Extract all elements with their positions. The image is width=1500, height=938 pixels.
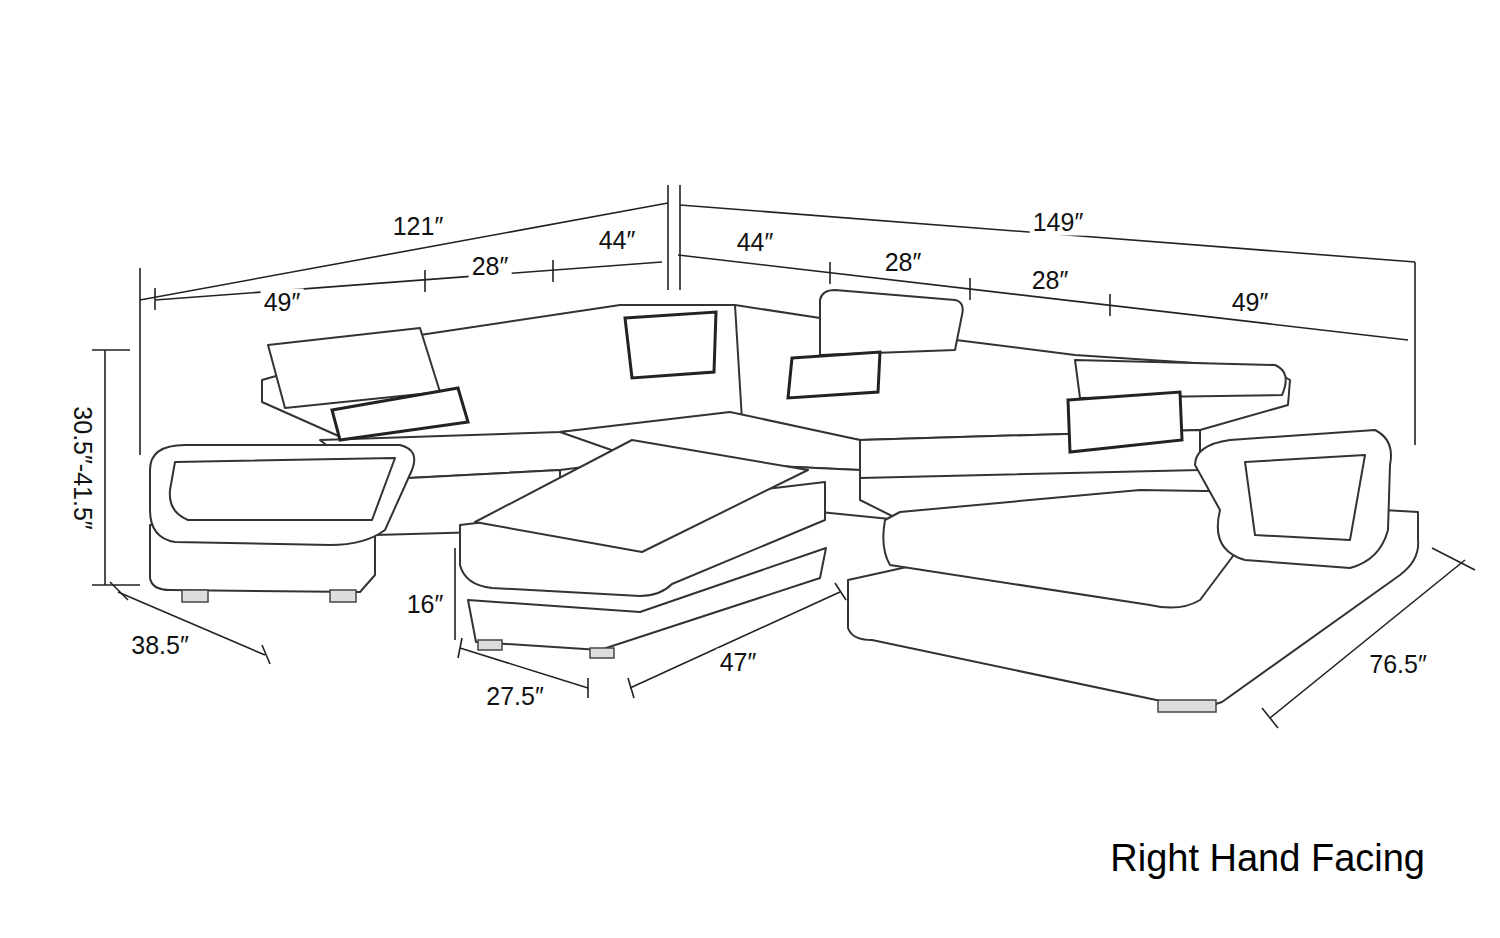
sofa-legs	[182, 590, 1216, 712]
dimension-lines-part	[552, 260, 554, 282]
dimension-lines-part	[667, 185, 669, 290]
dimension-lines-part	[110, 582, 128, 600]
sofa-legs-part	[1158, 700, 1216, 712]
dimension-lines-part	[458, 638, 462, 658]
dimension-label: 16″	[404, 591, 447, 618]
dimension-label: 76.5″	[1366, 651, 1430, 678]
sofa-outline-part	[1245, 455, 1365, 540]
sofa-legs-part	[590, 648, 614, 658]
sofa-legs-part	[182, 590, 208, 602]
cushions	[332, 312, 1182, 452]
dimension-lines-part	[1109, 294, 1111, 316]
dimension-lines-part	[835, 583, 846, 600]
sofa-outline-part	[735, 305, 1290, 440]
dimension-label: 28″	[882, 249, 925, 276]
dimension-label: 47″	[717, 649, 760, 676]
sofa-outline-part	[468, 548, 826, 650]
dimension-label: 28″	[1029, 267, 1072, 294]
cushions-part	[625, 312, 716, 378]
dimension-lines-part	[679, 185, 681, 290]
dimension-label: 44″	[734, 229, 777, 256]
cushions-part	[1068, 392, 1182, 452]
dimension-label: 121″	[390, 213, 447, 240]
dimension-label: 44″	[596, 227, 639, 254]
dimension-label: 49″	[1229, 289, 1272, 316]
dimension-lines-part	[628, 678, 634, 698]
dimension-lines-part	[454, 548, 456, 640]
sofa-outline-part	[883, 490, 1270, 608]
dimension-lines-part	[969, 278, 971, 300]
dimension-lines-part	[680, 205, 1415, 262]
dimension-lines-part	[1432, 548, 1475, 570]
dimension-lines-part	[155, 262, 662, 300]
dimension-lines-part	[1414, 262, 1416, 445]
dimension-lines-part	[154, 288, 156, 310]
dimension-lines-part	[140, 203, 668, 300]
sofa-outline-part	[170, 458, 395, 520]
sofa-outline-part	[475, 440, 808, 552]
dimension-label: 30.5″-41.5″	[69, 403, 96, 532]
dimension-lines-part	[424, 270, 426, 292]
sofa-outline-part	[150, 445, 414, 545]
dimension-lines-part	[262, 645, 270, 664]
caption: Right Hand Facing	[1110, 839, 1425, 877]
cushions-part	[788, 352, 880, 398]
dimension-lines	[92, 185, 1475, 728]
sofa-legs-part	[478, 640, 502, 650]
dimension-label: 38.5″	[128, 632, 192, 659]
dimension-label: 49″	[261, 289, 304, 316]
dimension-lines-part	[92, 584, 140, 586]
sofa-outline-part	[1195, 430, 1391, 568]
dimension-lines-part	[92, 349, 130, 351]
dimension-lines-part	[139, 268, 141, 455]
dimension-label: 149″	[1030, 209, 1087, 236]
cushions-part	[332, 388, 468, 440]
dimension-label: 28″	[469, 253, 512, 280]
sofa-outline-part	[820, 290, 963, 355]
dimension-lines-part	[1262, 708, 1278, 728]
dimension-lines-part	[587, 678, 589, 698]
dimension-lines-part	[104, 350, 106, 585]
sofa-legs-part	[330, 590, 356, 602]
dimension-label: 27.5″	[483, 683, 547, 710]
dimension-lines-part	[829, 262, 831, 284]
sofa-outline	[150, 290, 1418, 707]
